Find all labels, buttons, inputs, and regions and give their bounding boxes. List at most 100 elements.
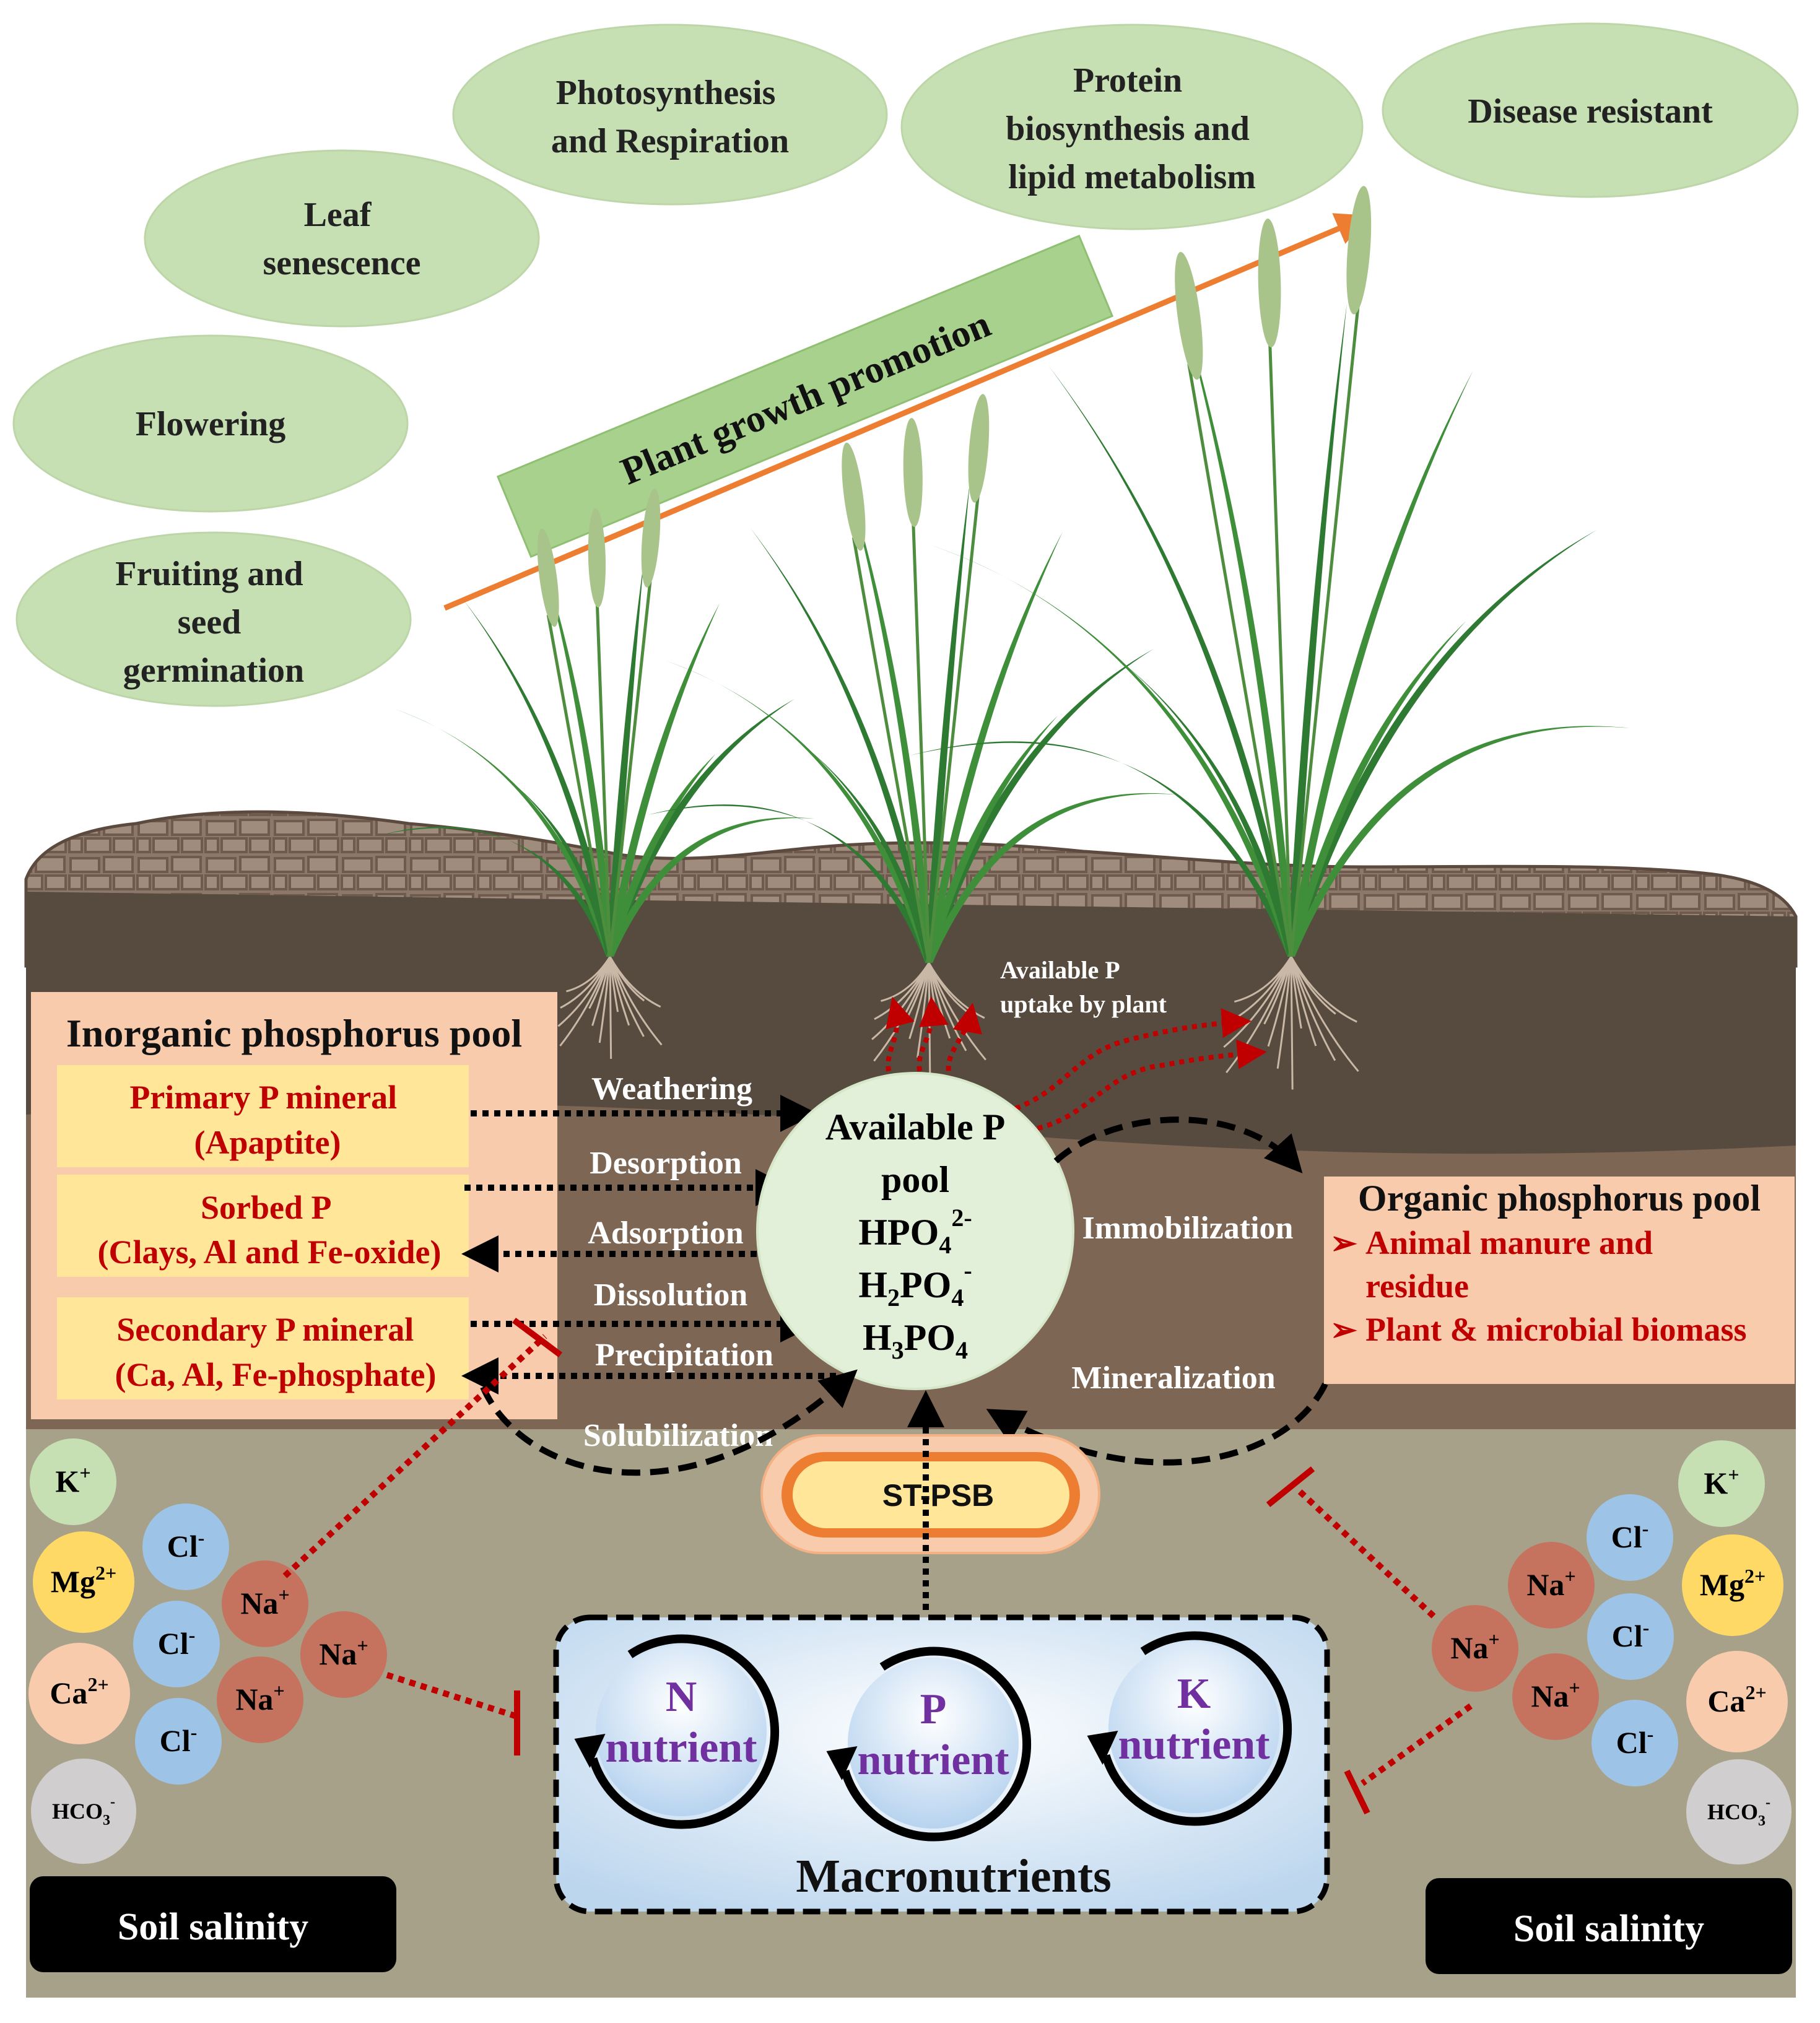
process-ellipse-leaf-senescence: Leaf senescence <box>144 149 540 328</box>
leaf <box>505 777 614 957</box>
ion-circle <box>1587 1494 1673 1581</box>
inhibition-bar-secondary <box>512 1317 562 1358</box>
ion-circle <box>217 1656 303 1743</box>
ion-label: Mg2+ <box>51 1562 116 1599</box>
uptake-arrows <box>886 996 1267 1133</box>
ion-circle <box>31 1759 136 1864</box>
st-psb-label: ST-PSB <box>882 1478 995 1513</box>
ion-cl: Cl- <box>1587 1494 1673 1581</box>
ion-na: Na+ <box>217 1656 303 1743</box>
root <box>598 956 611 1043</box>
process-ellipse-disease: Disease resistant <box>1382 22 1799 198</box>
inorganic-pool-title: Inorganic phosphorus pool <box>66 1011 522 1055</box>
rice-plant-1 <box>379 489 815 1059</box>
ion-circle <box>1686 1651 1788 1752</box>
nutrient-letter-n: N <box>666 1673 697 1721</box>
ion-label: Na+ <box>1526 1565 1575 1602</box>
ion-label: K+ <box>55 1461 90 1499</box>
process-ellipse-photosynthesis: Photosynthesis and Respiration <box>452 24 888 206</box>
root <box>1226 956 1292 1074</box>
label-dissolution: Dissolution <box>594 1277 748 1313</box>
root <box>1267 956 1292 1047</box>
ion-label: Cl- <box>1611 1517 1649 1554</box>
ion-label: HCO3- <box>52 1794 115 1829</box>
ion-label: Na+ <box>1531 1676 1580 1713</box>
ion-hco3: HCO3- <box>1686 1759 1792 1864</box>
ion-circle <box>33 1531 134 1633</box>
organic-item2: Plant & microbial biomass <box>1365 1311 1747 1348</box>
svg-text:Animal manure and residu: Animal manure and residue <box>1365 1224 1661 1305</box>
process-ellipse-flowering: Flowering <box>12 334 409 513</box>
ion-ca: Ca2+ <box>28 1643 130 1744</box>
stem <box>927 489 980 964</box>
leaf <box>1175 281 1295 957</box>
ion-label: Na+ <box>319 1634 368 1671</box>
cycle-arrow <box>840 1647 1032 1842</box>
ion-na: Na+ <box>1508 1542 1595 1629</box>
organic-item1-line2: residue <box>1365 1268 1469 1305</box>
ion-label: Mg2+ <box>1700 1565 1766 1602</box>
panicle <box>1346 186 1372 315</box>
uptake-line2: uptake by plant <box>1000 990 1167 1018</box>
label-mineralization: Mineralization <box>1071 1360 1275 1396</box>
ion-ca: Ca2+ <box>1686 1651 1788 1752</box>
nutrient-circle <box>1108 1642 1279 1813</box>
nutrient-word-n: nutrient <box>606 1724 757 1772</box>
stem <box>1268 331 1293 957</box>
svg-text:Sorbed P (Clays, Al and: Sorbed P (Clays, Al and Fe-oxide) <box>97 1189 441 1271</box>
ion-circle <box>222 1560 308 1647</box>
stem <box>608 575 653 957</box>
primary-line1: Primary P mineral <box>129 1079 397 1116</box>
stem <box>911 513 931 964</box>
leaf <box>1287 303 1347 957</box>
svg-text:Protein biosynthesis and: Protein biosynthesis and lipid metabolis… <box>1006 61 1258 196</box>
ion-group: K+Mg2+Ca2+HCO3-Cl-Cl-Cl-Na+Na+Na+K+Mg2+C… <box>28 1438 1792 1864</box>
ion-hco3: HCO3- <box>31 1759 136 1864</box>
leaf <box>925 716 1058 963</box>
macronutrients-title: Macronutrients <box>796 1850 1111 1902</box>
ion-circle <box>1512 1653 1599 1740</box>
leaf-line2: senescence <box>263 244 420 282</box>
leaf <box>606 562 644 957</box>
ion-label: Na+ <box>1450 1628 1499 1665</box>
primary-line2: (Apaptite) <box>194 1124 341 1161</box>
svg-text:Fruiting and seed: Fruiting and seed germination <box>115 555 311 690</box>
leaf-line1: Leaf <box>304 196 372 234</box>
ion-cl: Cl- <box>133 1601 220 1687</box>
ion-circle <box>135 1698 222 1785</box>
ion-label: Cl- <box>160 1721 198 1758</box>
stem <box>595 594 612 957</box>
ion-circle <box>1591 1700 1678 1786</box>
ion-cl: Cl- <box>142 1503 229 1590</box>
formula-h2po4: H2PO4- <box>858 1256 972 1312</box>
ion-label: Cl- <box>1612 1616 1650 1653</box>
rice-plant-3 <box>909 186 1631 1090</box>
ion-label: Cl- <box>167 1526 205 1564</box>
sorbed-line2: (Clays, Al and Fe-oxide) <box>97 1233 441 1271</box>
ion-k: K+ <box>1678 1440 1765 1527</box>
pool-line1: Available P <box>825 1107 1006 1147</box>
protein-line1: Protein <box>1073 61 1182 100</box>
protein-line3: lipid metabolism <box>1008 158 1256 196</box>
salinity-inhibitions <box>282 1334 1473 1815</box>
ion-cl: Cl- <box>135 1698 222 1785</box>
secondary-line1: Secondary P mineral <box>116 1311 414 1348</box>
ion-cl: Cl- <box>1591 1700 1678 1786</box>
ion-na: Na+ <box>300 1611 387 1698</box>
organic-item1-line1: Animal manure and <box>1365 1224 1653 1261</box>
panicle <box>1258 219 1281 347</box>
ion-mg: Mg2+ <box>33 1531 134 1633</box>
root <box>559 956 611 1046</box>
leaf <box>1287 726 1631 957</box>
panicle <box>537 528 559 627</box>
ion-cl: Cl- <box>1587 1593 1674 1680</box>
ion-circle <box>30 1438 116 1525</box>
st-psb-bacterium: ST-PSB <box>760 1434 1100 1554</box>
stem <box>1187 363 1293 957</box>
root <box>609 956 663 1046</box>
root <box>1276 956 1292 1069</box>
panicle <box>588 508 606 607</box>
leaf <box>843 466 933 963</box>
